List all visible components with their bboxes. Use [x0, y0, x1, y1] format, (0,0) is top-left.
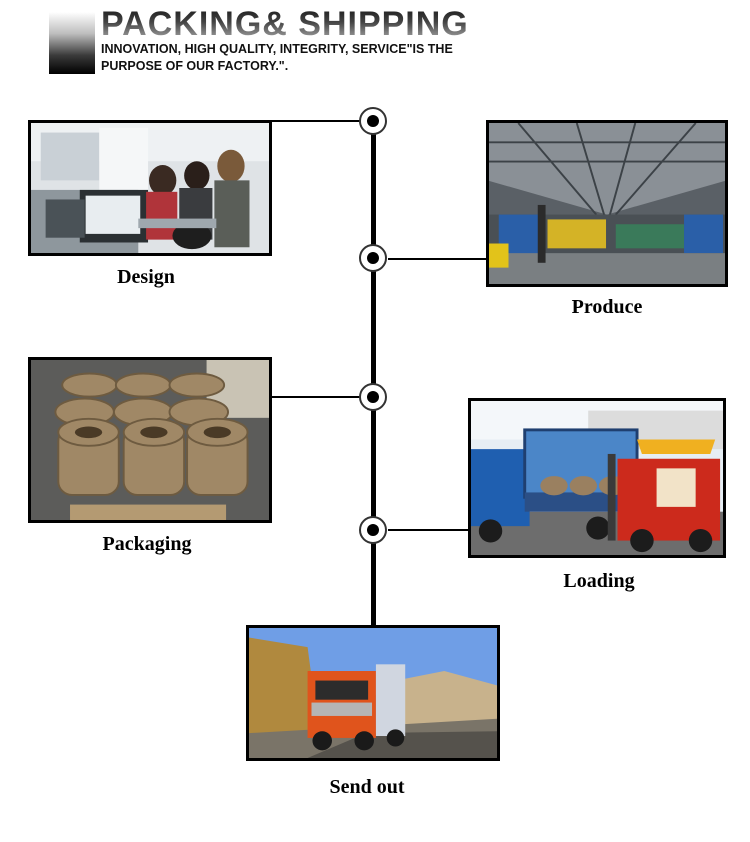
timeline-node-packaging: [359, 383, 387, 411]
step-label-packaging: Packaging: [102, 533, 192, 555]
step-label-send-out: Send out: [329, 776, 405, 798]
connector-design: [272, 120, 360, 122]
produce-photo: [486, 120, 728, 287]
timeline-node-produce: [359, 244, 387, 272]
design-photo: [28, 120, 272, 256]
page-title: PACKING& SHIPPING: [101, 5, 469, 43]
timeline-vertical-line: [371, 121, 376, 629]
step-label-produce: Produce: [571, 296, 643, 318]
step-label-design: Design: [117, 266, 175, 288]
step-label-loading: Loading: [563, 570, 635, 592]
send-out-photo: [246, 625, 500, 761]
packaging-photo: [28, 357, 272, 523]
header-gradient-block: [49, 12, 95, 74]
timeline-node-loading: [359, 516, 387, 544]
connector-loading: [388, 529, 468, 531]
timeline-node-design: [359, 107, 387, 135]
page-subtitle: INNOVATION, HIGH QUALITY, INTEGRITY, SER…: [101, 42, 453, 73]
connector-packaging: [272, 396, 360, 398]
connector-produce: [388, 258, 486, 260]
loading-photo: [468, 398, 726, 558]
